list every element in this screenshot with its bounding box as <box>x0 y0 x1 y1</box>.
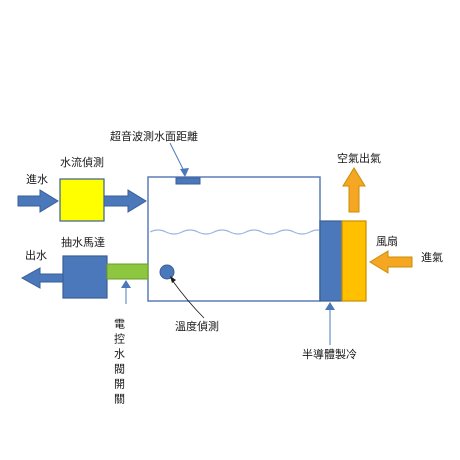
flow-to-tank-arrow <box>103 189 147 213</box>
peltier-label: 半導體製冷 <box>302 347 357 361</box>
air-out-label: 空氣出氣 <box>337 151 381 165</box>
water-in-label: 進水 <box>26 173 48 186</box>
water-out-label: 出水 <box>25 248 47 262</box>
peltier-leader-head <box>325 302 335 310</box>
temperature-sensor <box>159 264 175 280</box>
valve-leader-head <box>121 280 131 288</box>
peltier-cooler <box>319 220 343 302</box>
valve-pipe <box>106 263 149 280</box>
water-tank <box>147 176 321 302</box>
temperature-leader-head <box>170 276 176 283</box>
ultrasonic-sensor <box>175 177 201 185</box>
water-pump <box>62 255 108 299</box>
pump-label: 抽水馬達 <box>61 235 105 249</box>
cooling-fan <box>341 220 367 302</box>
air-in-label: 進氣 <box>421 250 443 264</box>
water-out-arrow <box>20 267 64 289</box>
ultrasonic-leader-line <box>169 142 186 174</box>
air-in-arrow <box>369 250 413 274</box>
temperature-leader-line <box>171 279 205 319</box>
ultrasonic-leader-head <box>180 168 189 177</box>
valve-label: 電控水閥開關 <box>113 318 126 408</box>
ultrasonic-label: 超音波測水面距離 <box>110 129 198 143</box>
flow-sensor-box <box>59 178 105 222</box>
fan-label: 風扇 <box>376 234 398 248</box>
flow-sensor-label: 水流偵測 <box>60 155 104 169</box>
temperature-sensor-label: 溫度偵測 <box>175 319 219 333</box>
water-in-arrow <box>17 189 59 213</box>
air-out-arrow <box>342 167 366 213</box>
water-surface-wave <box>149 229 325 235</box>
